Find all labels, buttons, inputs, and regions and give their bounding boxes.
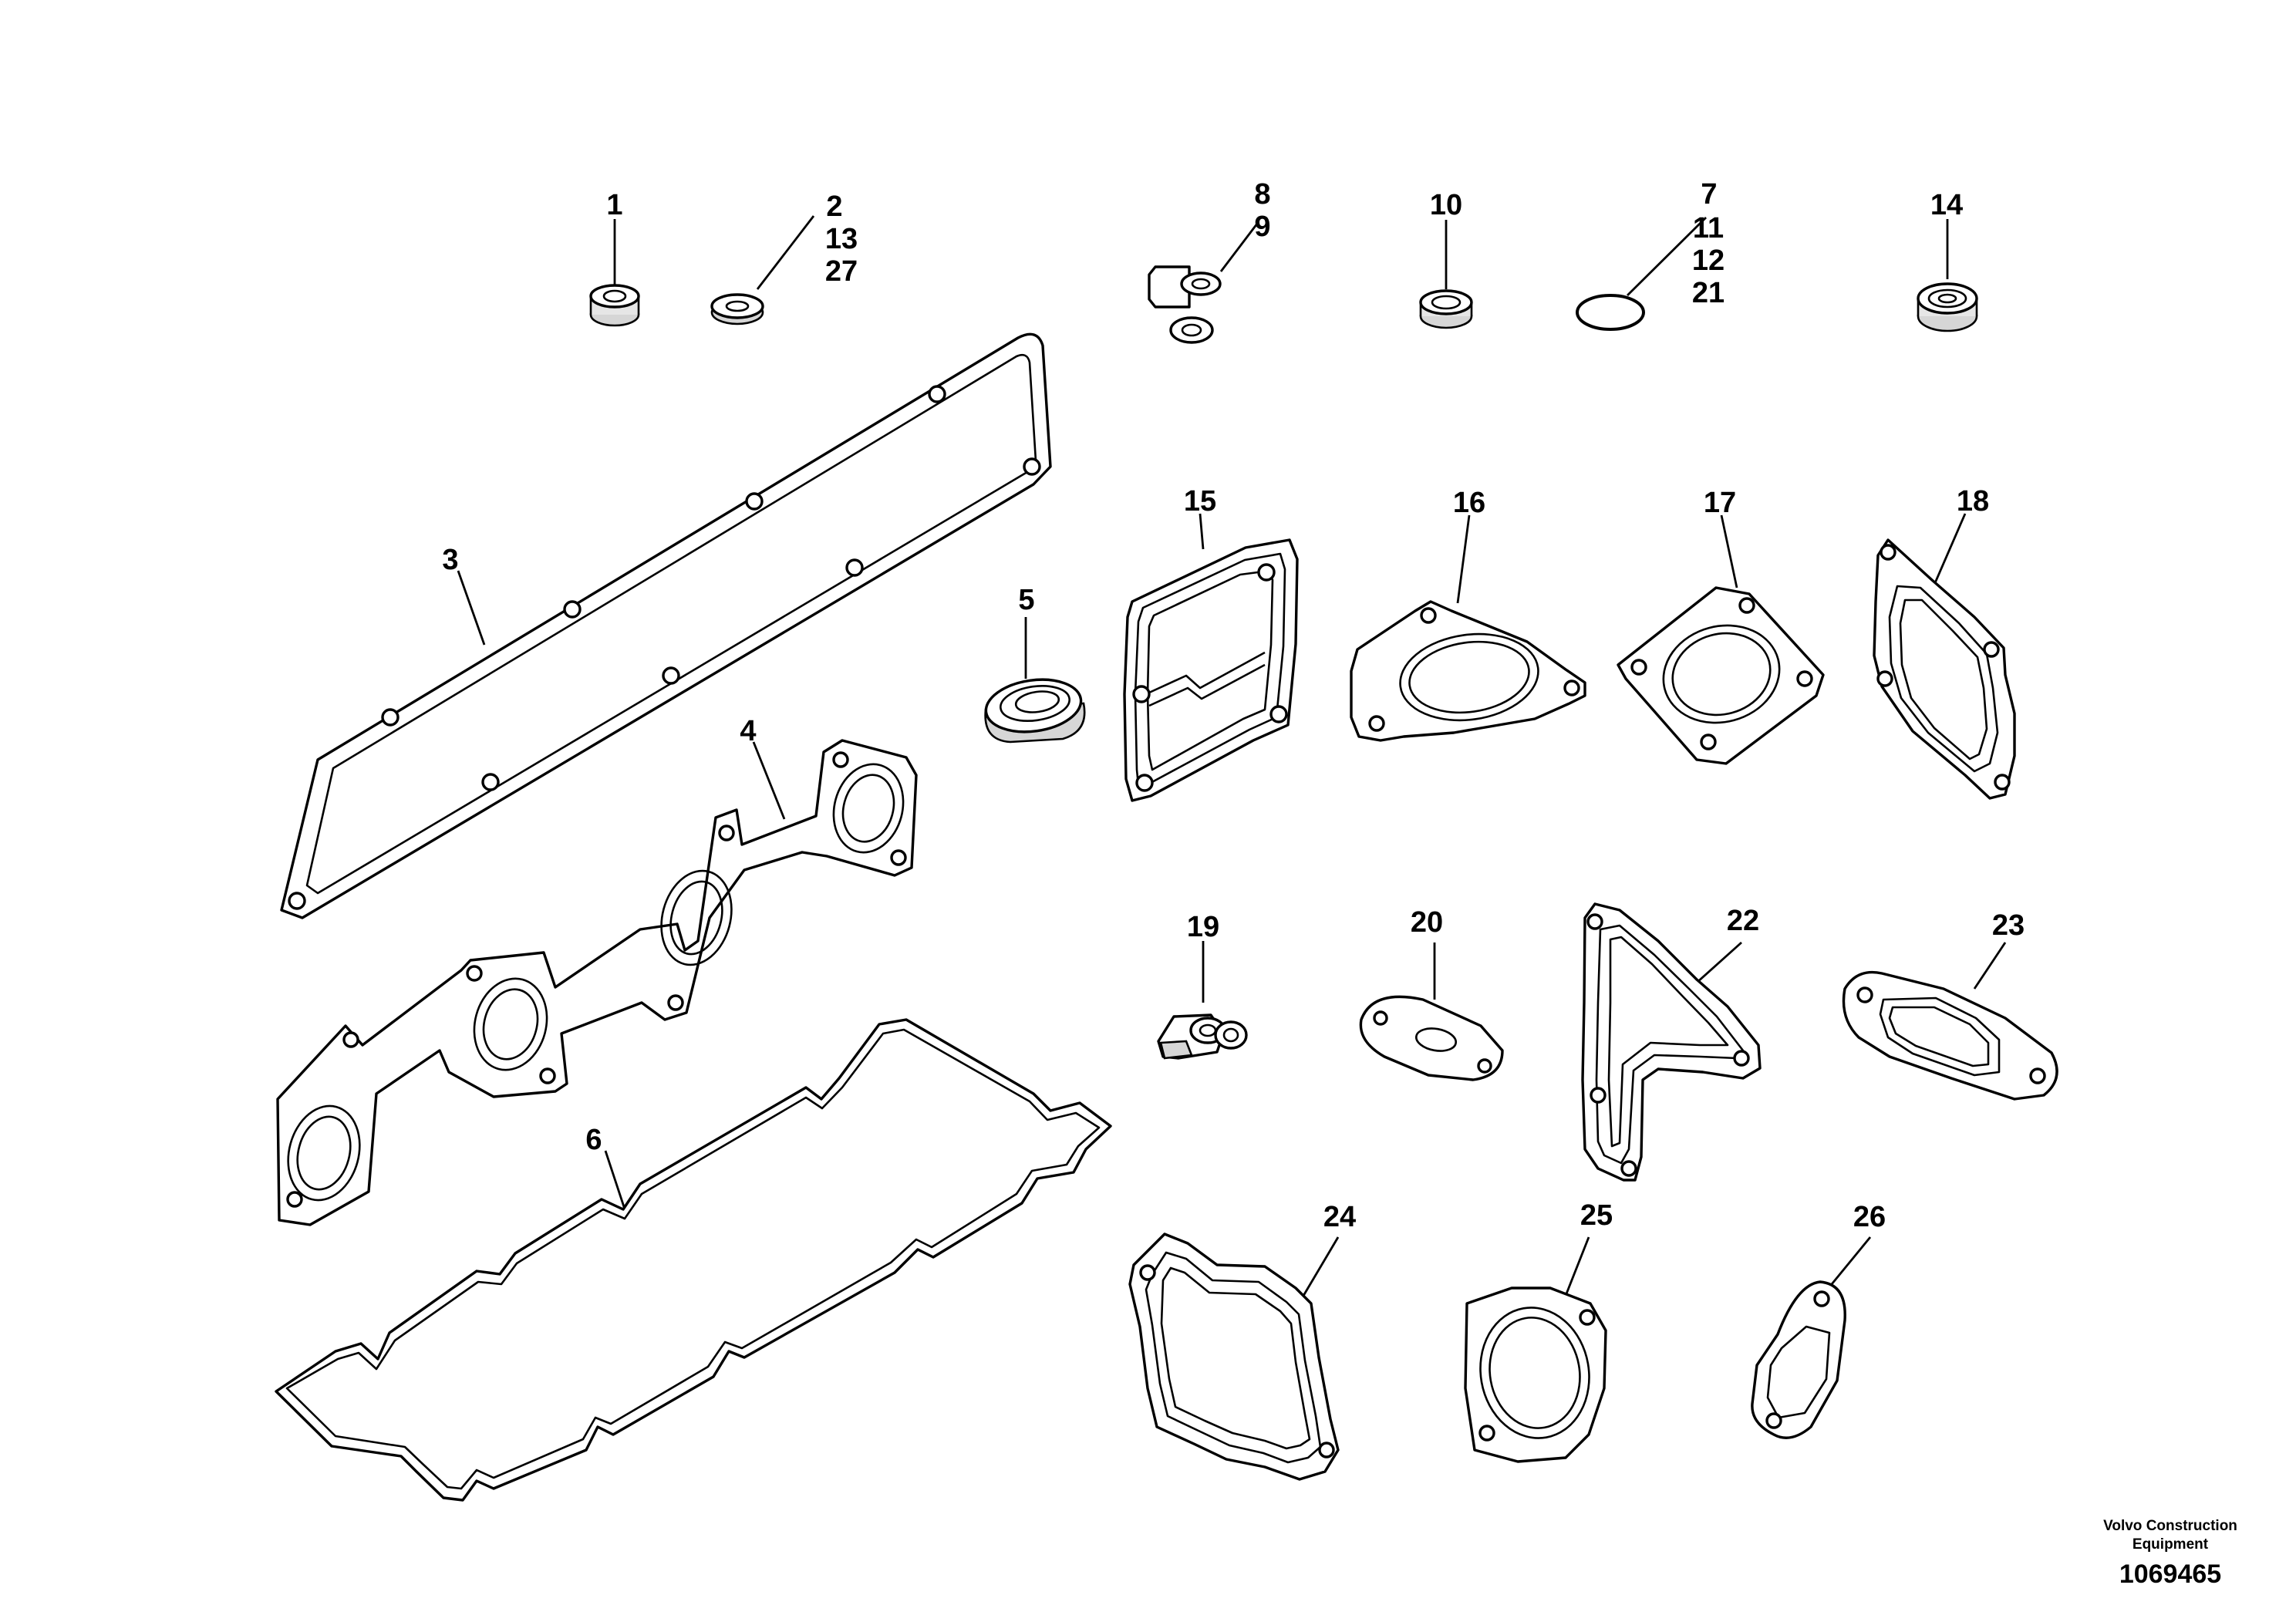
label-21: 21: [1692, 277, 1725, 309]
part-2-washer: [710, 215, 815, 325]
label-1: 1: [606, 189, 622, 221]
drawing-number: 1069465: [2119, 1560, 2221, 1589]
label-8: 8: [1254, 178, 1270, 211]
part-25-flange-gasket: [1464, 1236, 1607, 1463]
part-6-cover-gasket: [275, 1018, 1112, 1502]
label-2: 2: [826, 191, 842, 223]
label-9: 9: [1254, 211, 1270, 243]
label-4: 4: [740, 715, 756, 747]
label-14: 14: [1930, 189, 1963, 221]
label-18: 18: [1957, 485, 1989, 518]
label-22: 22: [1727, 905, 1759, 937]
label-12: 12: [1692, 244, 1725, 277]
footer: Volvo Construction Equipment 1069465: [2103, 1518, 2237, 1589]
label-20: 20: [1411, 906, 1443, 939]
label-10: 10: [1430, 189, 1462, 221]
part-10-bushing: [1419, 220, 1473, 329]
part-17-square-gasket: [1617, 514, 1825, 765]
label-24: 24: [1323, 1201, 1356, 1233]
part-16-flange-gasket: [1350, 514, 1586, 742]
part-18-gasket: [1873, 513, 2016, 800]
label-15: 15: [1184, 485, 1216, 518]
label-16: 16: [1453, 487, 1485, 519]
label-25: 25: [1580, 1199, 1613, 1232]
label-19: 19: [1187, 911, 1219, 943]
part-5-oil-seal: [984, 617, 1086, 744]
brand-line-2: Equipment: [2132, 1536, 2209, 1553]
part-8-clip: [1148, 223, 1259, 344]
part-26-gasket: [1751, 1236, 1872, 1439]
label-27: 27: [825, 255, 858, 288]
part-1-valve-seal: [589, 219, 640, 327]
part-19-clip: [1157, 941, 1248, 1060]
label-3: 3: [442, 544, 458, 576]
part-3-long-gasket: [280, 332, 1052, 919]
part-15-gasket: [1123, 513, 1299, 802]
part-4-manifold-gasket: [276, 739, 918, 1226]
part-24-gasket: [1128, 1233, 1340, 1481]
part-23-gasket: [1842, 942, 2058, 1101]
part-14-seal: [1917, 219, 1978, 332]
label-11: 11: [1693, 212, 1724, 244]
part-20-small-gasket: [1359, 943, 1504, 1081]
label-26: 26: [1853, 1201, 1886, 1233]
part-22-gasket: [1581, 902, 1762, 1182]
label-23: 23: [1992, 909, 2025, 942]
label-17: 17: [1704, 487, 1736, 519]
reference-labels: 1 2 13 27 8 9 10 7 11 12 21 14 3 4 5 6 1…: [442, 178, 2025, 1233]
brand-line-1: Volvo Construction: [2103, 1518, 2237, 1534]
part-7-o-ring: [1576, 217, 1707, 331]
label-6: 6: [585, 1124, 602, 1156]
label-13: 13: [825, 223, 858, 255]
label-7: 7: [1701, 178, 1717, 211]
label-5: 5: [1018, 584, 1034, 616]
